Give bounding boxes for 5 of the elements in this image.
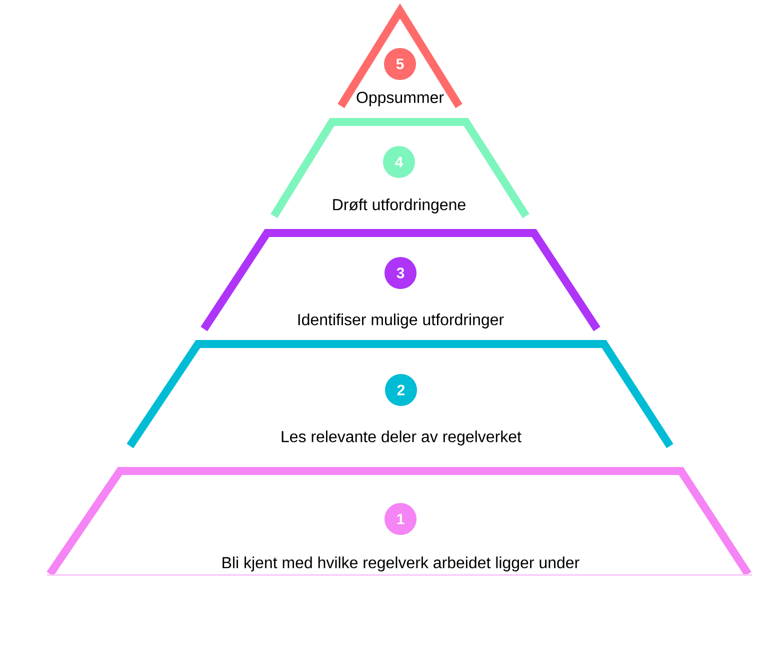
- number-badge: 2: [385, 374, 417, 406]
- number-badge: 3: [384, 257, 416, 289]
- number-badge: 4: [383, 146, 415, 178]
- number-badge: 1: [384, 503, 416, 535]
- number-badge: 5: [384, 48, 416, 80]
